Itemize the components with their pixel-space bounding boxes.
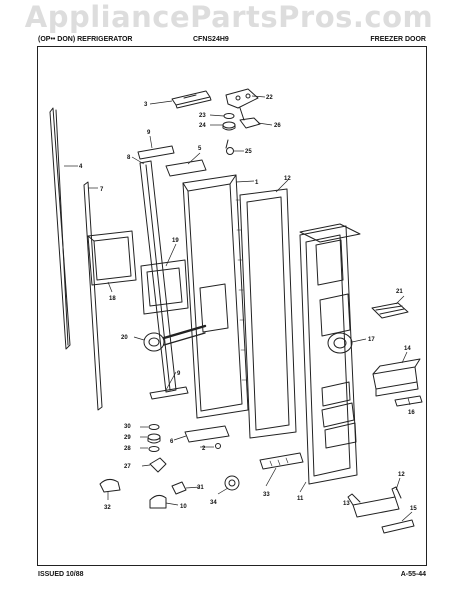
callout-21: 21: [396, 289, 403, 295]
callout-4: 4: [79, 164, 83, 170]
callout-10: 10: [180, 504, 187, 510]
callout-29: 29: [124, 435, 131, 441]
callout-34: 34: [210, 500, 217, 506]
watermark-logo: AppliancePartsPros.com: [24, 0, 434, 34]
callout-17: 17: [368, 337, 375, 343]
footer-issue-date: ISSUED 10/88: [38, 571, 84, 578]
callout-25: 25: [245, 149, 252, 155]
lower-hinge-hardware: [99, 424, 187, 509]
callout-30: 30: [124, 424, 131, 430]
callout-20: 20: [121, 335, 128, 341]
part-18-housing: [87, 230, 137, 286]
part-33-chute: [259, 452, 304, 470]
callout-28: 28: [124, 446, 131, 452]
callout-15: 15: [410, 506, 417, 512]
header-model-number: CFNS24H9: [193, 36, 229, 43]
callout-27: 27: [124, 464, 131, 470]
part-4-gasket-strip: [49, 107, 71, 350]
callout-9-lower: 9: [177, 371, 181, 377]
part-1-door-liner: [182, 174, 249, 419]
callout-9-top: 9: [147, 130, 151, 136]
part-17-lamp: [327, 332, 353, 354]
part-7-trim-strip: [83, 181, 103, 411]
callout-26: 26: [274, 123, 281, 129]
part-8-side-channel: [139, 160, 177, 393]
part-14-door-bin: [372, 358, 423, 407]
part-5-top-cap: [165, 159, 207, 177]
part-13-handle: [347, 486, 402, 518]
diagram-frame: [37, 46, 427, 566]
part-9-top-trim: [137, 145, 175, 160]
callout-6: 6: [170, 439, 174, 445]
callout-24: 24: [199, 123, 206, 129]
callout-13: 13: [343, 501, 350, 507]
header-product-type: (OP•• DON) REFRIGERATOR: [38, 36, 133, 43]
part-19-panel: [140, 259, 189, 315]
header-section-title: FREEZER DOOR: [370, 36, 426, 43]
callout-12-top: 12: [284, 176, 291, 182]
callout-32: 32: [104, 505, 111, 511]
callout-11: 11: [297, 496, 304, 502]
part-34-actuator: [224, 475, 240, 491]
callout-33: 33: [263, 492, 270, 498]
callout-23: 23: [199, 113, 206, 119]
part-6-bottom-cap: [184, 425, 230, 449]
callout-31: 31: [197, 485, 204, 491]
footer-page-code: A-55-44: [400, 571, 426, 578]
part-9-lower-trim: [149, 386, 189, 400]
callout-5: 5: [198, 146, 202, 152]
callout-8: 8: [127, 155, 131, 161]
part-21-cover: [371, 302, 409, 319]
part-11-outer-shell: [299, 223, 361, 485]
callout-3: 3: [144, 102, 148, 108]
leader-lines: [64, 95, 413, 522]
hinge-bushings: [222, 113, 261, 155]
callout-2: 2: [202, 446, 206, 452]
callout-14: 14: [404, 346, 411, 352]
part-3-hinge-cover: [171, 90, 212, 109]
callout-19: 19: [172, 238, 179, 244]
callout-labels: 1 2 3 4 5 6 7 8 9 9 10 11 12 12 13 14 15…: [79, 95, 417, 512]
callout-7: 7: [100, 187, 104, 193]
part-12-door-gasket: [239, 188, 297, 439]
part-22-upper-hinge: [225, 88, 259, 121]
callout-22: 22: [266, 95, 273, 101]
callout-12-lower: 12: [398, 472, 405, 478]
callout-18: 18: [109, 296, 116, 302]
callout-16: 16: [408, 410, 415, 416]
part-20-motor: [143, 324, 207, 352]
callout-1: 1: [255, 180, 259, 186]
part-15-handle-trim: [381, 519, 415, 534]
